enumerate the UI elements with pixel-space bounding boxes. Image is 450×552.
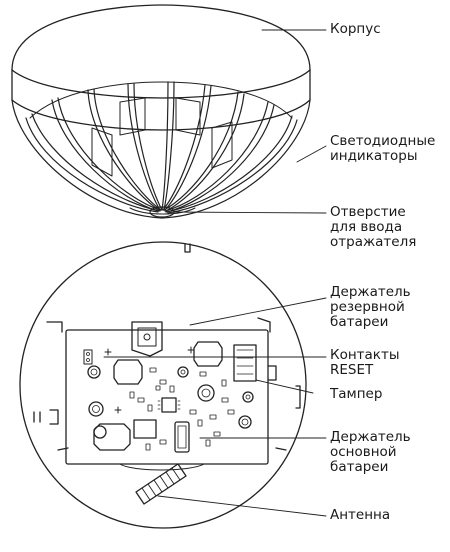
- leader-lines: [103, 29, 327, 517]
- label-reset-contacts: Контакты RESET: [330, 347, 400, 378]
- base-housing: [19, 241, 307, 529]
- label-antenna: Антенна: [330, 507, 391, 523]
- label-main-battery-holder: Держатель основной батареи: [330, 429, 411, 475]
- label-tamper: Тампер: [330, 386, 383, 402]
- label-housing: Корпус: [330, 21, 381, 37]
- label-reflector-hole: Отверстие для ввода отражателя: [330, 204, 417, 250]
- label-backup-battery-holder: Держатель резервной батареи: [330, 284, 411, 330]
- label-led-indicators: Светодиодные индикаторы: [330, 133, 436, 164]
- pcb-board: [65, 321, 269, 471]
- reflector-cage: [11, 81, 311, 219]
- antenna: [135, 463, 187, 505]
- dome-housing: [11, 4, 311, 131]
